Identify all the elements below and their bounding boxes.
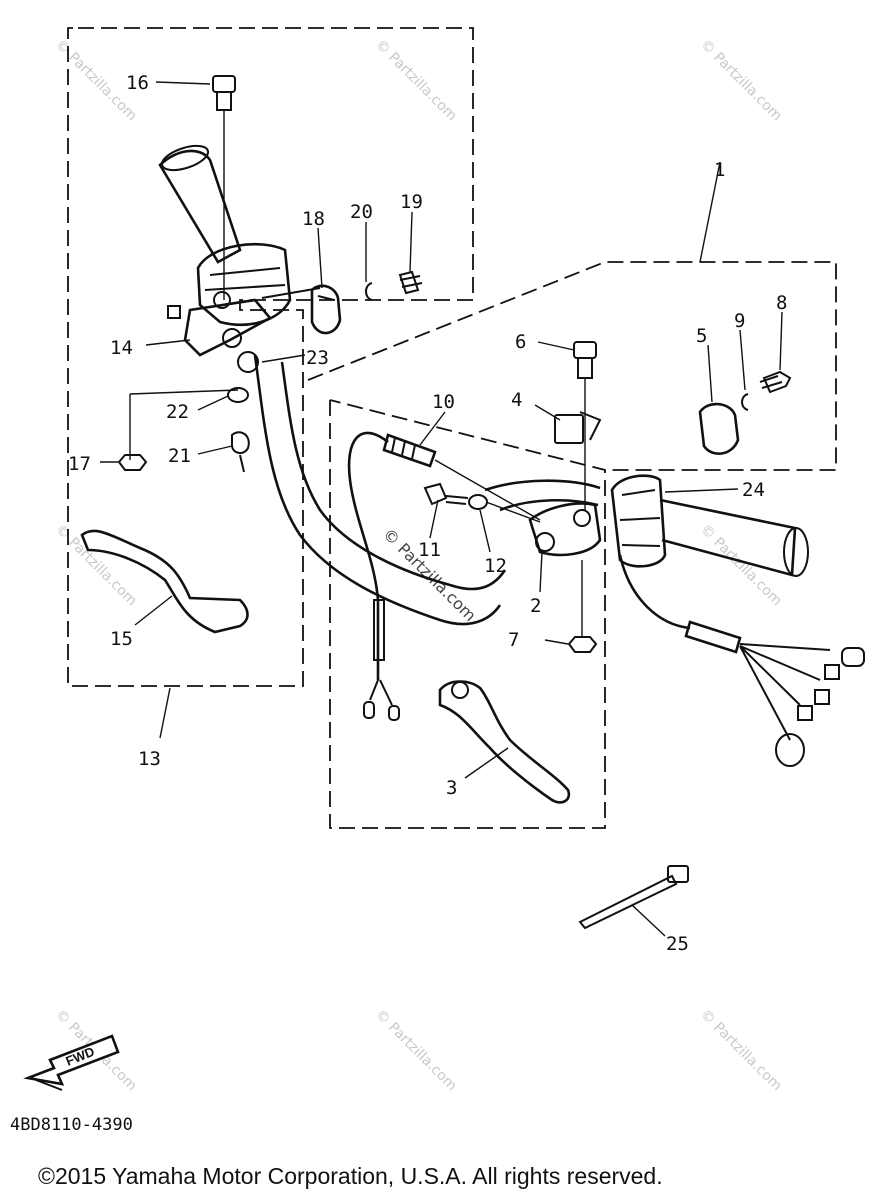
part-11-bolt	[423, 482, 469, 506]
callout-24: 24	[742, 479, 765, 501]
part-4-switch	[554, 411, 602, 444]
left-assembly-box	[67, 27, 474, 687]
watermark-5: © Partzilla.com	[697, 522, 785, 610]
watermark-2: © Partzilla.com	[372, 37, 460, 125]
callout-2: 2	[530, 595, 541, 617]
part-10-brake-switch	[347, 431, 541, 721]
watermark-4: © Partzilla.com	[52, 522, 140, 610]
copyright-notice: ©2015 Yamaha Motor Corporation, U.S.A. A…	[38, 1163, 663, 1189]
part-7-nut	[567, 560, 598, 653]
left-lever	[80, 529, 249, 634]
part-17-nut	[117, 454, 148, 471]
callout-15: 15	[110, 628, 133, 650]
callout-14: 14	[110, 337, 133, 359]
callout-18: 18	[302, 208, 325, 230]
callout-labels: 1 2 3 4 5 6 7 8 9 10 11 12 13 14 15 16 1…	[68, 72, 787, 955]
watermark-7: © Partzilla.com	[372, 1007, 460, 1095]
callout-5: 5	[696, 325, 707, 347]
callout-1: 1	[714, 159, 725, 181]
right-assembly-outer-box	[307, 261, 837, 471]
callout-10: 10	[432, 391, 455, 413]
diagram-code: 4BD8110-4390	[10, 1115, 133, 1135]
callout-12: 12	[484, 555, 507, 577]
callout-22: 22	[166, 401, 189, 423]
part-21-cable-end	[231, 431, 250, 473]
callout-4: 4	[511, 389, 522, 411]
callout-6: 6	[515, 331, 526, 353]
callout-21: 21	[168, 445, 191, 467]
left-throttle-assembly	[158, 144, 321, 357]
callout-7: 7	[508, 629, 519, 651]
part-16-bolt	[212, 75, 236, 300]
part-22-nut	[227, 387, 249, 403]
part-20-washer	[365, 282, 373, 301]
callout-8: 8	[776, 292, 787, 314]
callout-3: 3	[446, 777, 457, 799]
part-19-screw	[398, 270, 423, 295]
callout-11: 11	[418, 539, 441, 561]
part-9-washer	[741, 393, 749, 411]
right-assembly-inner-box	[329, 399, 606, 829]
part-8-screw	[759, 370, 792, 394]
callout-20: 20	[350, 201, 373, 223]
callout-9: 9	[734, 310, 745, 332]
part-12-washer	[468, 494, 541, 523]
part-23-adjuster	[237, 351, 259, 373]
callout-25: 25	[666, 933, 689, 955]
callout-19: 19	[400, 191, 423, 213]
callout-16: 16	[126, 72, 149, 94]
callout-17: 17	[68, 453, 91, 475]
part-5-clamp	[698, 402, 740, 455]
part-24-switch-assembly	[610, 474, 865, 767]
watermark-8: © Partzilla.com	[697, 1007, 785, 1095]
part-25-cable-tie	[578, 865, 689, 930]
part-18-clamp	[310, 284, 342, 335]
part-2-bracket	[528, 502, 602, 557]
callout-23: 23	[306, 347, 329, 369]
callout-13: 13	[138, 748, 161, 770]
lever-pivot	[451, 681, 469, 699]
part-3-lever	[438, 680, 571, 804]
fwd-arrow: FWD	[23, 1034, 120, 1091]
leader-lines	[100, 81, 783, 937]
watermark-3: © Partzilla.com	[697, 37, 785, 125]
